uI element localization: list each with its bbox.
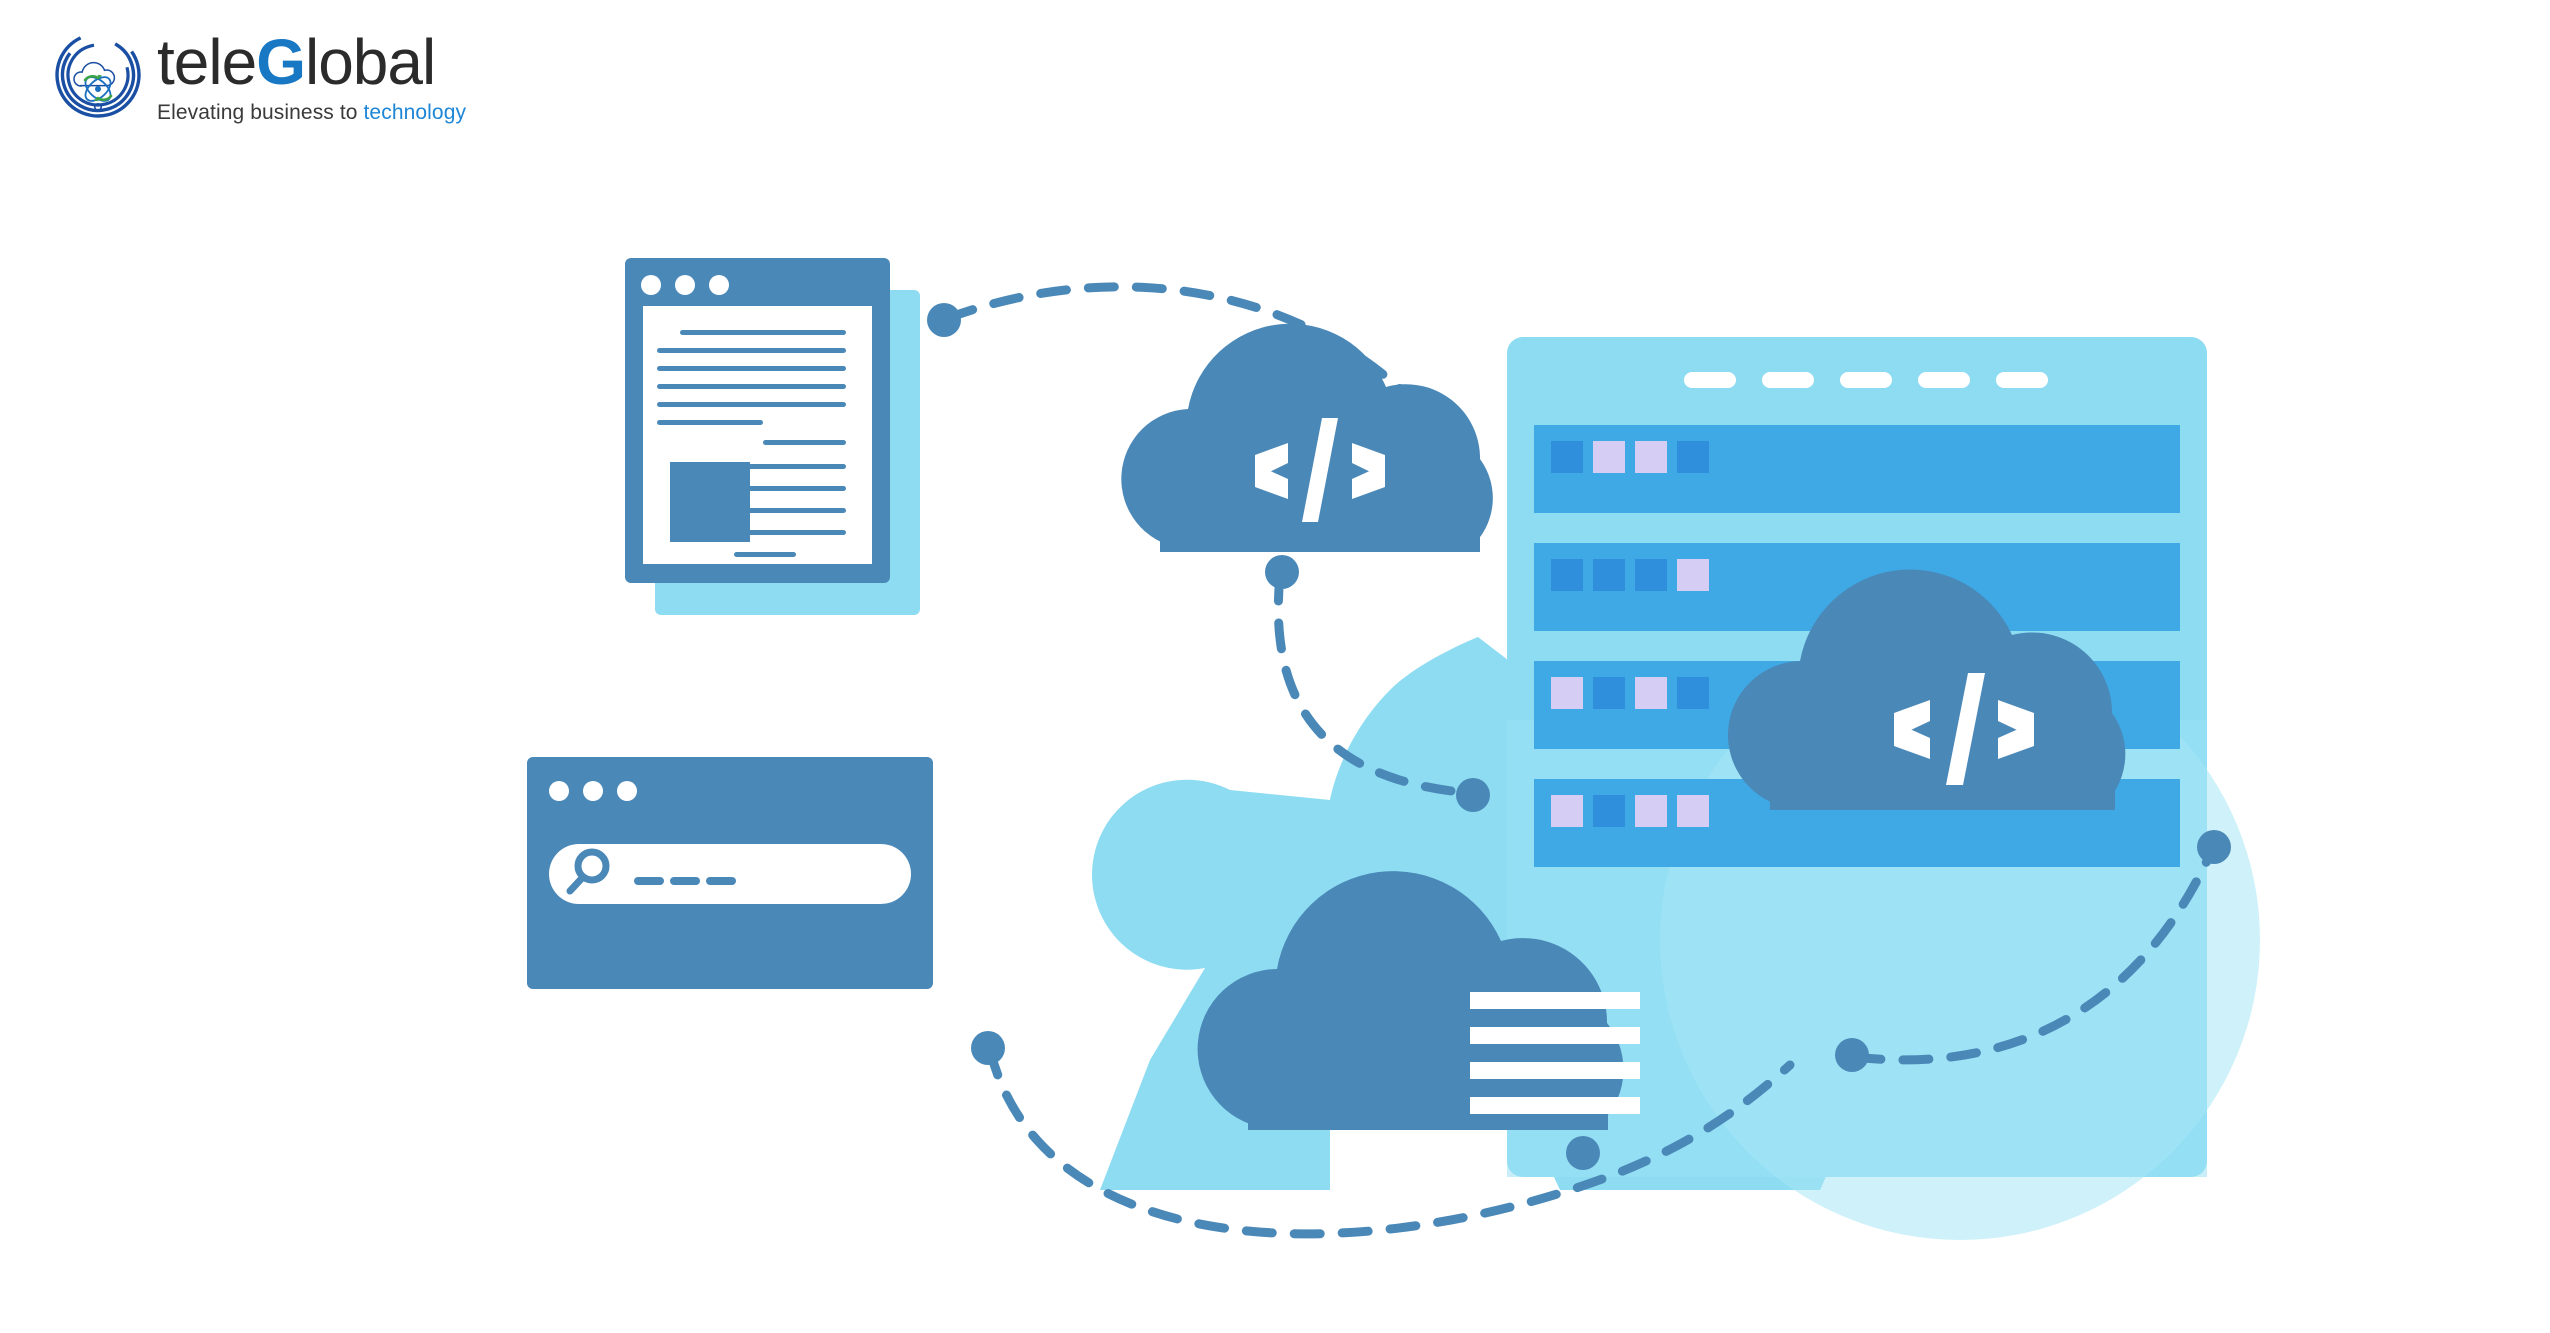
document-browser-window[interactable] <box>625 258 920 615</box>
cloud-data-lines <box>1470 992 1640 1114</box>
window-dots <box>549 781 637 801</box>
code-glyph <box>1255 418 1385 522</box>
document-text-lines <box>657 330 846 425</box>
server-top-vents <box>1684 372 2048 388</box>
brand-name-part2: lobal <box>304 26 436 98</box>
search-input[interactable] <box>549 844 911 904</box>
connector-cloud-to-gear <box>1273 570 1475 798</box>
magnifier-icon[interactable] <box>566 848 610 895</box>
brand-logo[interactable]: teleGlobal Elevating business to technol… <box>55 28 466 125</box>
brand-name-part1: tele <box>157 26 257 98</box>
server-bay-1 <box>1534 425 2180 513</box>
connector-bottom-loop <box>985 1045 1795 1239</box>
code-glyph <box>1894 673 2034 785</box>
cloud-code-top[interactable] <box>1121 323 1493 552</box>
search-browser-window[interactable] <box>527 757 933 989</box>
cloud-code-right[interactable] <box>1727 569 2126 810</box>
search-query-dashes <box>634 877 736 885</box>
document-text-lines-right <box>734 440 846 557</box>
brand-wordmark: teleGlobal <box>157 28 466 96</box>
connector-right-loop <box>1850 845 2217 1065</box>
logo-icon <box>55 32 141 118</box>
window-dots <box>641 275 729 295</box>
cloud-data-bottom[interactable] <box>1197 871 1640 1130</box>
brand-name-accent: G <box>256 26 306 98</box>
tagline-accent: technology <box>363 101 467 124</box>
document-image-placeholder <box>670 462 750 542</box>
brand-tagline: Elevating business to technology <box>157 101 466 125</box>
tagline-plain: Elevating business to <box>157 101 364 124</box>
logo-text: teleGlobal Elevating business to technol… <box>157 28 466 125</box>
